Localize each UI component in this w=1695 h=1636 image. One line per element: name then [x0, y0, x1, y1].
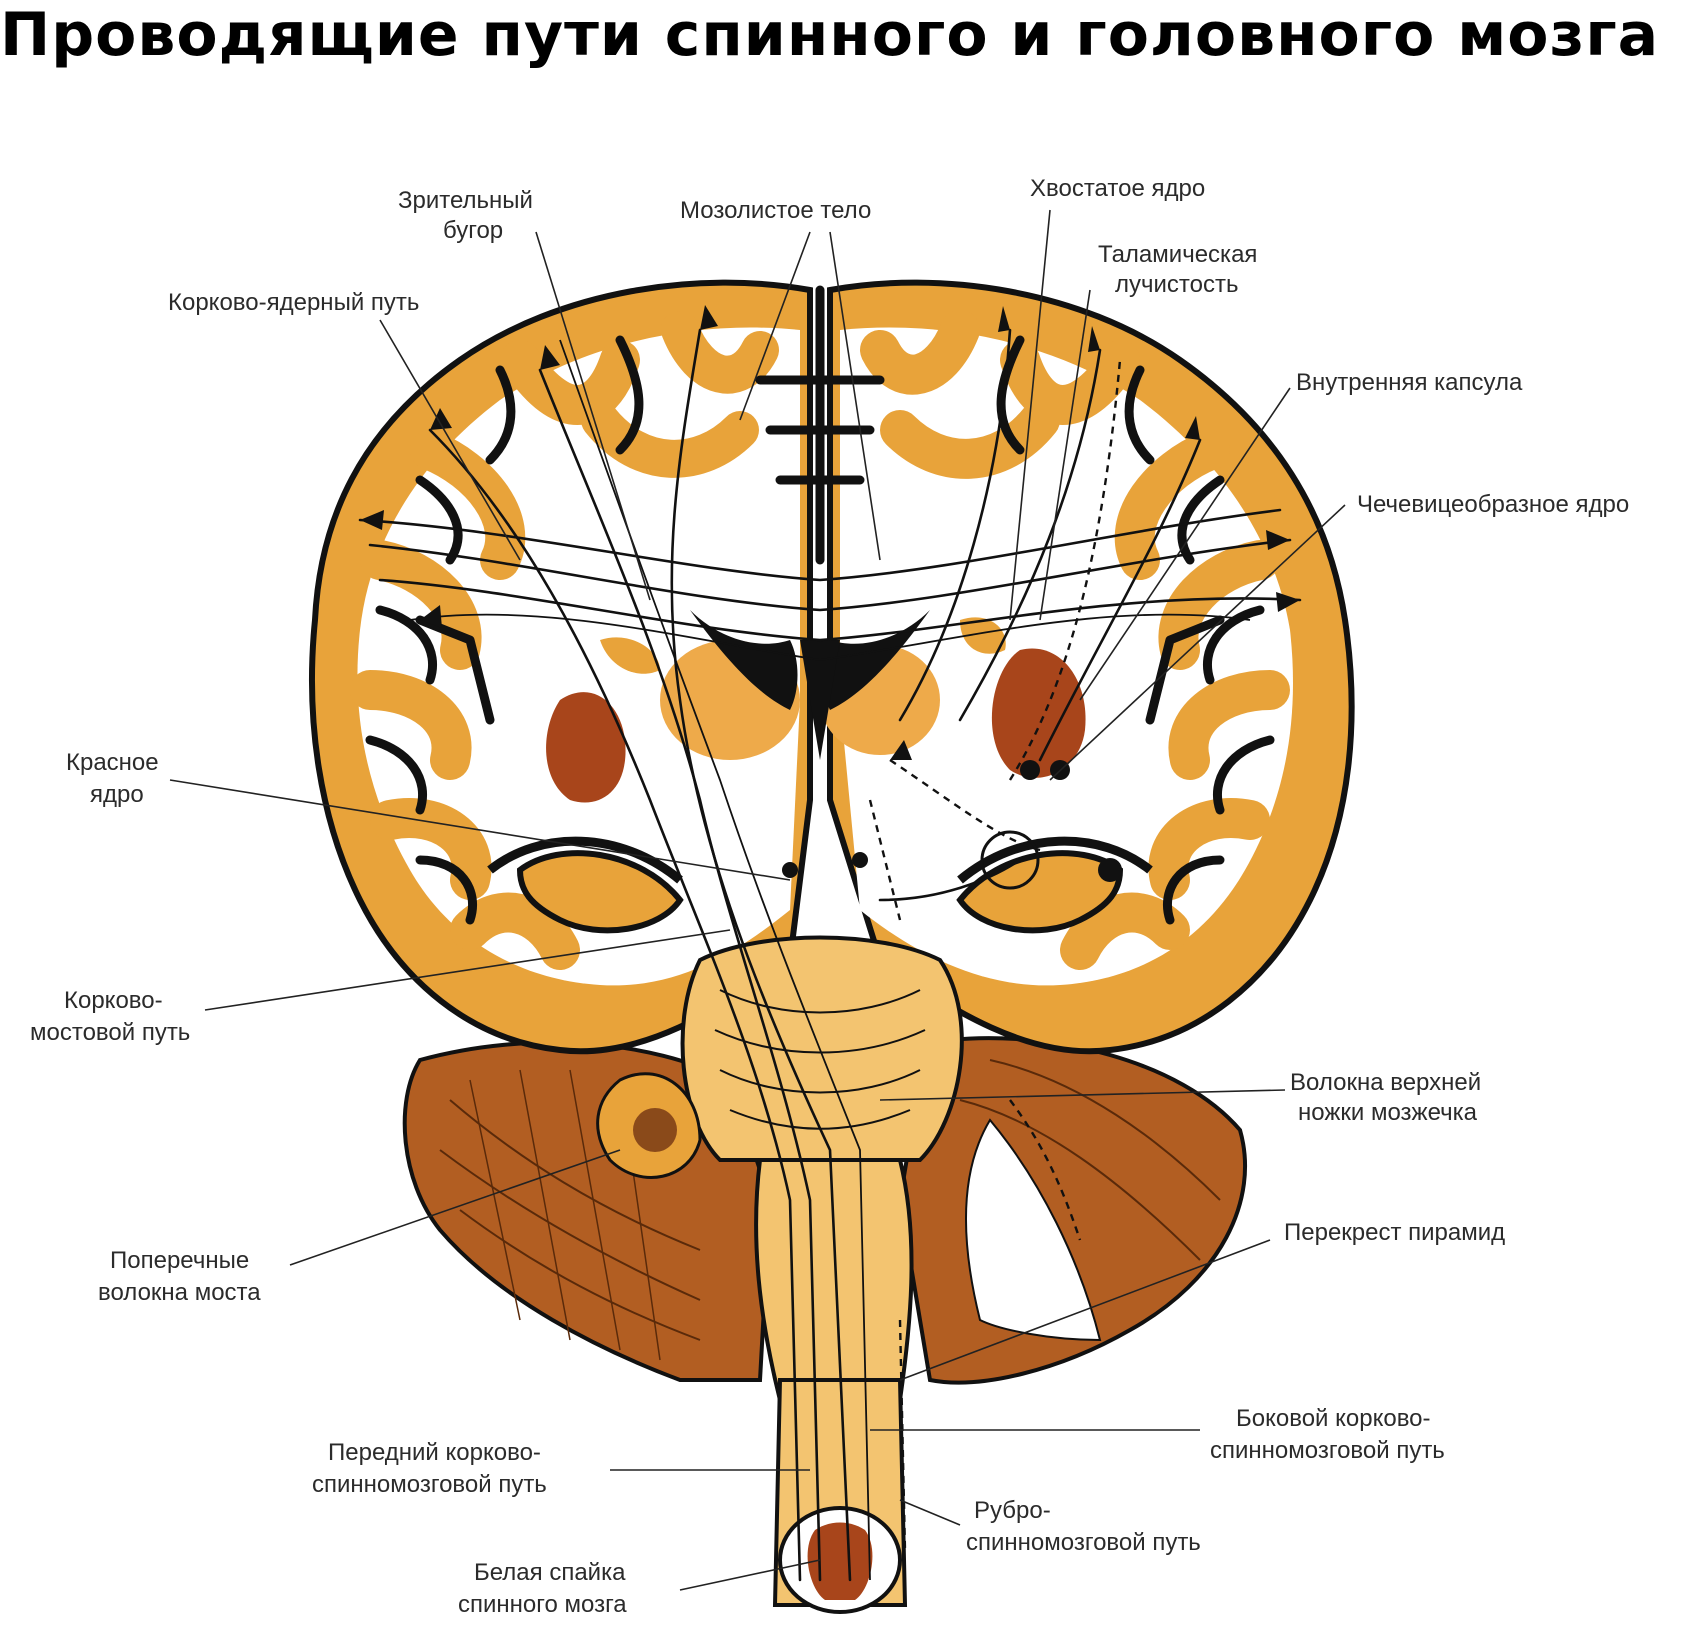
label-lateral-corticospinal-2: спинномозговой путь	[1210, 1437, 1445, 1464]
cerebrum	[309, 279, 1355, 1055]
label-corticopontine-2: мостовой путь	[30, 1019, 190, 1046]
pons	[680, 935, 964, 1162]
medulla	[754, 1158, 914, 1402]
red-nucleus-dot-left	[782, 862, 798, 878]
leader-lines	[169, 209, 1346, 1591]
label-corpus-callosum: Мозолистое тело	[680, 197, 871, 224]
label-anterior-corticospinal-2: спинномозговой путь	[312, 1471, 547, 1498]
label-pyramidal-decussation: Перекрест пирамид	[1284, 1219, 1505, 1246]
label-white-commissure-1: Белая спайка	[474, 1559, 626, 1586]
label-optic-thalamus-2: бугор	[443, 217, 503, 244]
label-corticopontine-1: Корково-	[64, 987, 163, 1014]
arrowheads	[360, 305, 1300, 760]
label-optic-thalamus-1: Зрительный	[398, 187, 533, 214]
label-superior-peduncle-1: Волокна верхней	[1290, 1069, 1481, 1096]
page-title: Проводящие пути спинного и головного моз…	[0, 0, 1660, 70]
grey-matter	[807, 1522, 873, 1600]
deep-nuclei	[487, 610, 1153, 934]
labels: Зрительный бугор Мозолистое тело Хвостат…	[30, 175, 1629, 1618]
label-corticonuclear-tract: Корково-ядерный путь	[168, 289, 419, 316]
label-anterior-corticospinal-1: Передний корково-	[328, 1439, 541, 1466]
lentiform-right	[991, 648, 1086, 778]
label-thalamic-radiation-1: Таламическая	[1098, 241, 1257, 268]
lentiform-left	[546, 692, 626, 803]
label-lentiform-nucleus: Чечевицеобразное ядро	[1357, 491, 1629, 518]
label-caudate-nucleus: Хвостатое ядро	[1030, 175, 1205, 202]
label-superior-peduncle-2: ножки мозжечка	[1298, 1099, 1478, 1126]
label-internal-capsule: Внутренняя капсула	[1296, 369, 1523, 396]
label-red-nucleus-2: ядро	[90, 781, 144, 808]
label-rubrospinal-1: Рубро-	[974, 1497, 1051, 1524]
label-lateral-corticospinal-1: Боковой корково-	[1236, 1405, 1431, 1432]
label-white-commissure-2: спинного мозга	[458, 1591, 627, 1618]
tracts	[358, 328, 1302, 1582]
brainstem-spinal-cord	[596, 935, 964, 1614]
label-red-nucleus-1: Красное	[66, 749, 159, 776]
label-transverse-pontine-2: волокна моста	[98, 1279, 261, 1306]
cerebellum-right	[897, 1036, 1248, 1385]
label-rubrospinal-2: спинномозговой путь	[966, 1529, 1201, 1556]
label-thalamic-radiation-2: лучистость	[1115, 271, 1238, 298]
red-nucleus-dot-right	[852, 852, 868, 868]
label-transverse-pontine-1: Поперечные	[110, 1247, 249, 1274]
